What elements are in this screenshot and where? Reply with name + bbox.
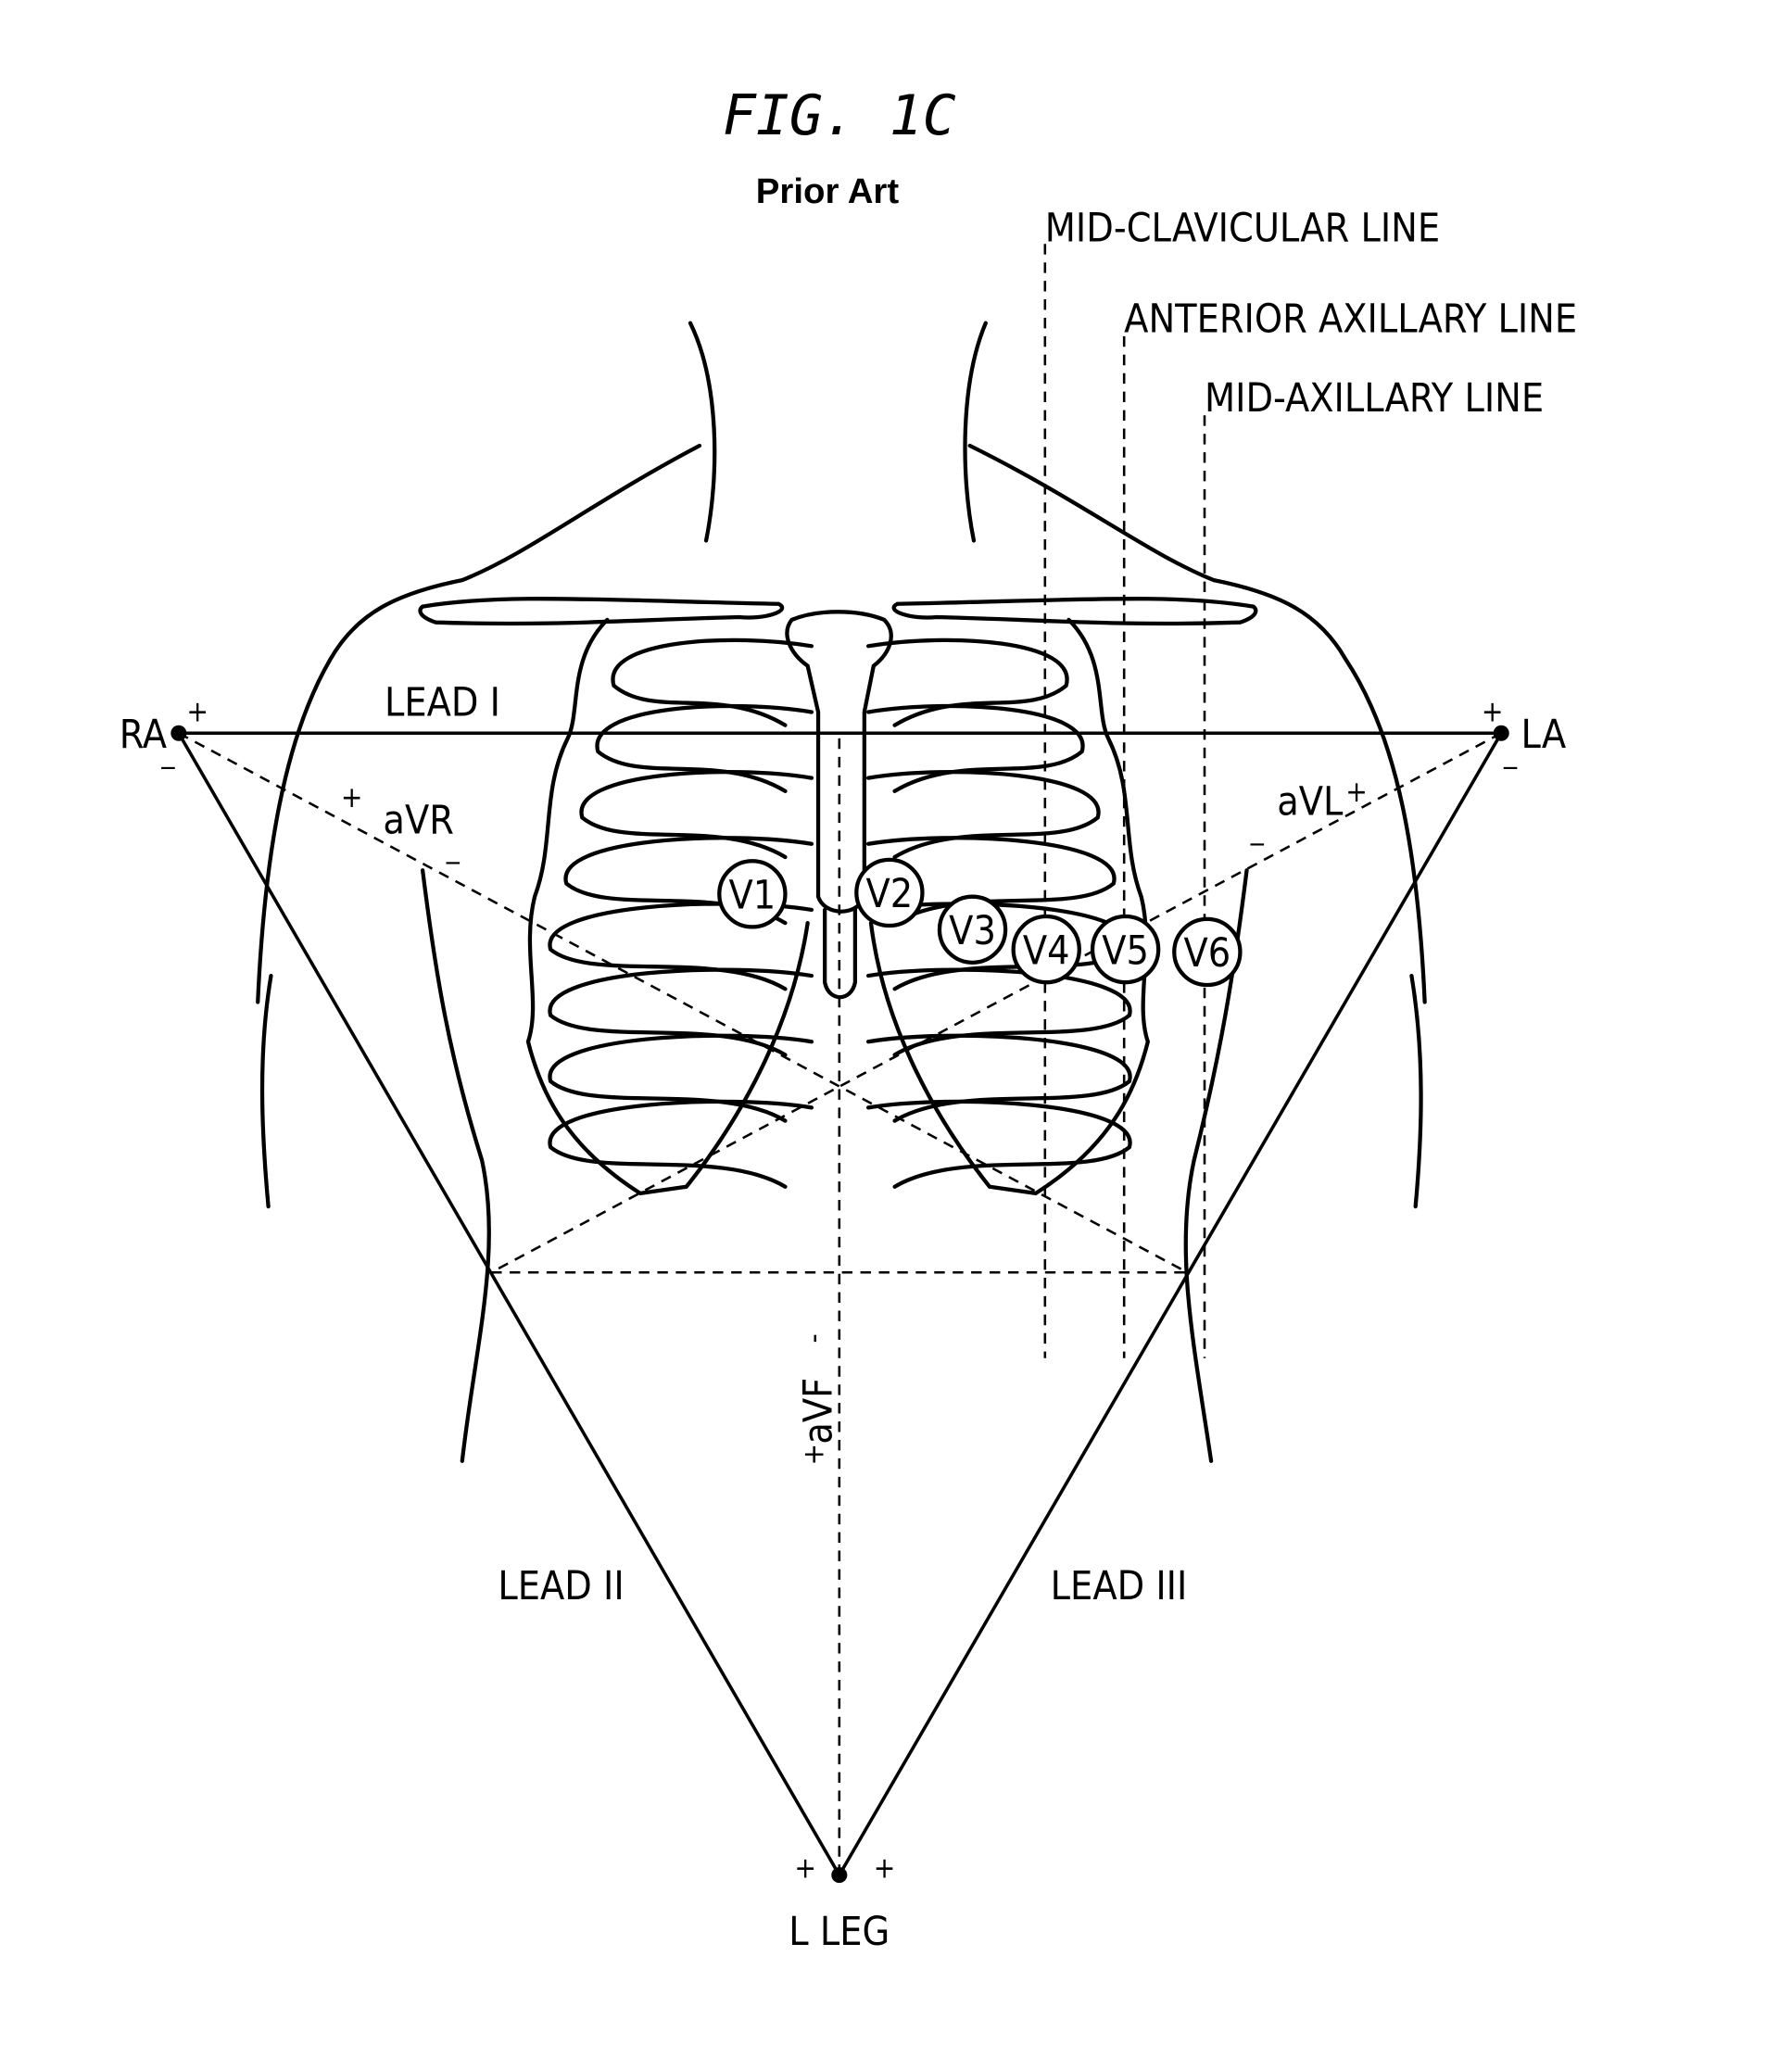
avl-minus: _ xyxy=(1250,813,1265,846)
anterior-axillary-label: ANTERIOR AXILLARY LINE xyxy=(1124,297,1577,343)
avl-line xyxy=(490,732,1502,1274)
avr-minus: _ xyxy=(446,831,461,864)
electrode-v3: V3 xyxy=(937,894,1008,965)
rib xyxy=(548,1099,814,1189)
avf-minus: - xyxy=(798,1333,831,1343)
la-electrode-dot xyxy=(1493,725,1509,741)
lleg-label: L LEG xyxy=(789,1909,890,1955)
lleg-plus-right: + xyxy=(874,1851,896,1885)
svg-text:V4: V4 xyxy=(1023,928,1070,974)
ribs xyxy=(548,637,1132,1189)
la-minus: _ xyxy=(1503,737,1518,770)
lleg-plus-left: + xyxy=(794,1851,816,1885)
avf-plus: + xyxy=(798,1444,831,1466)
lleg-electrode-dot xyxy=(831,1867,848,1884)
electrode-v6: V6 xyxy=(1172,916,1243,988)
figure-subtitle: Prior Art xyxy=(756,171,900,211)
ra-plus: + xyxy=(186,695,208,728)
la-plus: + xyxy=(1482,695,1504,728)
avl-label: aVL xyxy=(1277,778,1344,825)
lead-iii-label: LEAD III xyxy=(1051,1563,1188,1609)
lead-ii-label: LEAD II xyxy=(498,1563,624,1609)
svg-text:V2: V2 xyxy=(866,871,914,917)
lead-ii-line xyxy=(177,732,841,1876)
svg-text:V6: V6 xyxy=(1183,930,1230,977)
svg-text:V5: V5 xyxy=(1102,928,1149,974)
svg-text:V1: V1 xyxy=(729,872,776,918)
la-label: LA xyxy=(1521,712,1567,758)
electrode-v4: V4 xyxy=(1011,914,1081,985)
avl-plus: + xyxy=(1345,776,1368,809)
electrode-v2: V2 xyxy=(854,857,925,928)
torso-outline xyxy=(256,321,1427,1463)
ra-label: RA xyxy=(120,712,167,758)
electrode-v5: V5 xyxy=(1090,914,1161,985)
figure-title: FIG. 1C xyxy=(723,84,956,148)
mid-clavicular-label: MID-CLAVICULAR LINE xyxy=(1045,205,1440,251)
avr-plus: + xyxy=(341,781,363,814)
rib xyxy=(595,703,814,793)
chest-electrodes: V1 V2 V3 V4 V5 V6 xyxy=(717,857,1243,988)
rib xyxy=(865,703,1085,793)
rib xyxy=(865,1099,1132,1189)
lead-iii-line xyxy=(838,732,1503,1876)
mid-axillary-label: MID-AXILLARY LINE xyxy=(1205,375,1544,422)
avr-label: aVR xyxy=(383,797,453,843)
electrode-v1: V1 xyxy=(717,859,788,929)
avr-line xyxy=(178,732,1189,1274)
ra-minus: _ xyxy=(160,737,175,770)
svg-text:V3: V3 xyxy=(949,908,996,954)
ra-electrode-dot xyxy=(170,725,187,741)
avf-label: aVF xyxy=(795,1378,841,1445)
lead-i-label: LEAD I xyxy=(385,680,500,726)
